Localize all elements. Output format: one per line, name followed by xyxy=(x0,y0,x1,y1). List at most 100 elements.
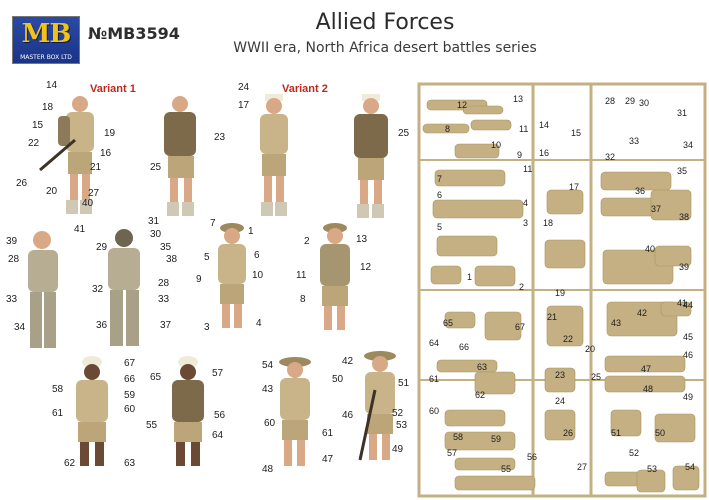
callout-helmet_soldier_back-2: 11 xyxy=(296,270,307,281)
figure-helmet-soldier-front xyxy=(218,223,246,328)
callout-helmet_soldier_back-1: 13 xyxy=(356,234,368,245)
sprue-part-20 xyxy=(606,301,678,337)
callout-turban_soldier_front-2: 66 xyxy=(124,374,136,385)
sprue-number-46: 61 xyxy=(429,374,439,384)
sprue-part-8 xyxy=(430,265,462,285)
sprue-number-3: 11 xyxy=(519,124,528,134)
sprue-part-2 xyxy=(422,123,470,134)
sprue-number-53: 47 xyxy=(641,364,651,374)
sprue-number-9: 11 xyxy=(523,164,532,174)
sprue-number-35: 64 xyxy=(429,338,439,348)
sprue-part-28 xyxy=(444,431,516,451)
sprue-part-10 xyxy=(546,189,584,215)
callout-turban_soldier_back-3: 64 xyxy=(212,430,224,441)
callout-tank_crew-13: 34 xyxy=(14,322,26,333)
sprue-number-65: 52 xyxy=(629,448,639,458)
callout-slouch_hat_front-1: 43 xyxy=(262,384,274,395)
sprue-number-32: 39 xyxy=(679,262,689,272)
sprue-part-31 xyxy=(654,413,696,443)
callout-turban_soldier_front-7: 63 xyxy=(124,458,136,469)
callout-variant1_back-1: 25 xyxy=(150,162,162,173)
callout-tank_crew-11: 33 xyxy=(6,294,18,305)
variant-label-2: Variant 2 xyxy=(282,83,328,95)
callout-turban_soldier_front-3: 59 xyxy=(124,390,136,401)
sprue-number-17: 1 xyxy=(467,272,472,282)
sprue-part-29 xyxy=(544,409,576,441)
callout-turban_soldier_front-1: 58 xyxy=(52,384,64,395)
callout-turban_soldier_front-6: 62 xyxy=(64,458,76,469)
sprue-number-33: 41 xyxy=(677,298,687,308)
sprue-part-5 xyxy=(434,169,506,187)
sprue-part-36 xyxy=(672,465,700,491)
sprue-parts xyxy=(422,99,700,493)
sprue-part-12 xyxy=(600,171,672,191)
sprue-number-43: 44 xyxy=(683,300,693,310)
figure-variant2-back xyxy=(354,94,388,218)
callout-turban_soldier_back-1: 57 xyxy=(212,368,224,379)
logo-subtext: MASTER BOX LTD xyxy=(20,54,72,61)
callout-tank_crew-7: 28 xyxy=(8,254,20,265)
callout-helmet_soldier_front-1: 1 xyxy=(248,226,254,237)
sprue-part-9 xyxy=(474,265,516,287)
sprue-number-24: 32 xyxy=(605,152,615,162)
sprue-part-6 xyxy=(432,199,524,219)
callout-slouch_hat_back-4: 52 xyxy=(392,408,404,419)
figure-tank-crew-2 xyxy=(108,229,140,346)
variant-label-1: Variant 1 xyxy=(90,83,136,95)
figure-slouch-hat-front xyxy=(358,351,396,461)
sprue-number-27: 35 xyxy=(677,166,687,176)
callout-tank_crew-9: 28 xyxy=(158,278,170,289)
sprue-number-44: 45 xyxy=(683,332,693,342)
callout-variant2_front-0: 24 xyxy=(238,82,250,93)
callout-tank_crew-6: 39 xyxy=(6,236,18,247)
sprue-number-52: 25 xyxy=(591,372,601,382)
sprue-part-35 xyxy=(636,469,666,493)
callout-turban_soldier_front-0: 67 xyxy=(124,358,136,369)
callout-variant1_front-8: 20 xyxy=(46,186,58,197)
callout-variant1_front-6: 21 xyxy=(90,162,102,173)
sprue-part-22 xyxy=(436,359,498,373)
sprue-part-25 xyxy=(604,355,686,373)
sprue-number-48: 23 xyxy=(555,370,565,380)
master-box-logo: MB MASTER BOX LTD xyxy=(12,16,80,64)
sprue-number-39: 22 xyxy=(563,334,573,344)
sprue-number-4: 10 xyxy=(491,140,501,150)
sprue-number-47: 63 xyxy=(477,362,487,372)
sprue-number-26: 34 xyxy=(683,140,693,150)
sprue-part-1 xyxy=(462,105,504,115)
callout-variant1_front-7: 26 xyxy=(16,178,28,189)
sprue-number-28: 36 xyxy=(635,186,645,196)
sprue-number-15: 18 xyxy=(543,218,553,228)
callout-variant1_front-5: 19 xyxy=(104,128,116,139)
sprue-number-38: 21 xyxy=(547,312,557,322)
sprue-number-66: 53 xyxy=(647,464,657,474)
callout-slouch_hat_back-5: 53 xyxy=(396,420,408,431)
sprue-part-11 xyxy=(544,239,586,269)
sprue-number-42: 42 xyxy=(637,308,647,318)
header: MB MASTER BOX LTD №MB3594 Allied Forces … xyxy=(0,0,709,80)
sprue-number-30: 38 xyxy=(679,212,689,222)
sprue-part-27 xyxy=(444,409,506,427)
sprue-number-62: 55 xyxy=(501,464,511,474)
sprue-number-19: 19 xyxy=(555,288,565,298)
sprue-number-36: 66 xyxy=(459,342,469,352)
callout-slouch_hat_front-4: 48 xyxy=(262,464,274,475)
sprue-number-41: 43 xyxy=(611,318,621,328)
sprue-number-55: 49 xyxy=(683,392,693,402)
figure-variant2-front xyxy=(260,94,288,216)
sprue-number-54: 48 xyxy=(643,384,653,394)
logo-mark: MB xyxy=(21,19,72,49)
sprue-part-19 xyxy=(546,305,584,347)
sprue-number-45: 46 xyxy=(683,350,693,360)
callout-helmet_soldier_back-4: 8 xyxy=(300,294,306,305)
sprue-number-12: 4 xyxy=(523,198,528,208)
callout-turban_soldier_back-0: 65 xyxy=(150,372,162,383)
sprue-number-16: 17 xyxy=(569,182,579,192)
callout-turban_soldier_front-5: 60 xyxy=(124,404,136,415)
callout-slouch_hat_front-3: 61 xyxy=(322,428,334,439)
callout-helmet_soldier_front-2: 5 xyxy=(204,252,210,263)
